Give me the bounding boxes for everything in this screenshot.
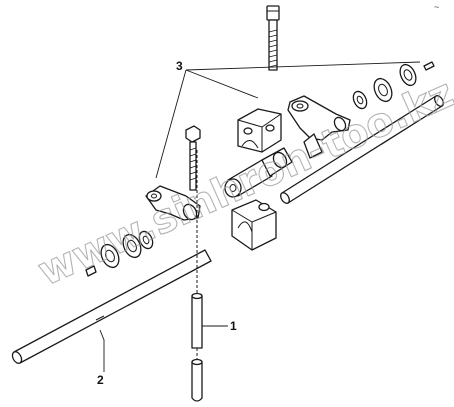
rocker-arm-right [287, 95, 351, 159]
shaft-spacer-sleeve [224, 147, 293, 198]
leader-lines [99, 61, 421, 372]
push-rod [191, 150, 203, 402]
rocker-bracket-upper [237, 108, 282, 153]
rocker-arm-left [145, 185, 201, 221]
callout-1: 1 [230, 319, 237, 333]
callout-3: 3 [176, 59, 183, 73]
rocker-bracket-lower [231, 199, 277, 251]
bolt [266, 5, 280, 71]
rocker-shaft-long [11, 249, 212, 364]
adjusting-screw [185, 125, 201, 191]
washer-set-left [85, 230, 154, 277]
callout-2: 2 [97, 373, 104, 387]
corner-mark: ~ [434, 2, 439, 12]
watermark: www.sinhron-too.kz [31, 70, 454, 295]
rocker-shaft-upper [280, 95, 444, 204]
washer-set-right [352, 61, 435, 110]
